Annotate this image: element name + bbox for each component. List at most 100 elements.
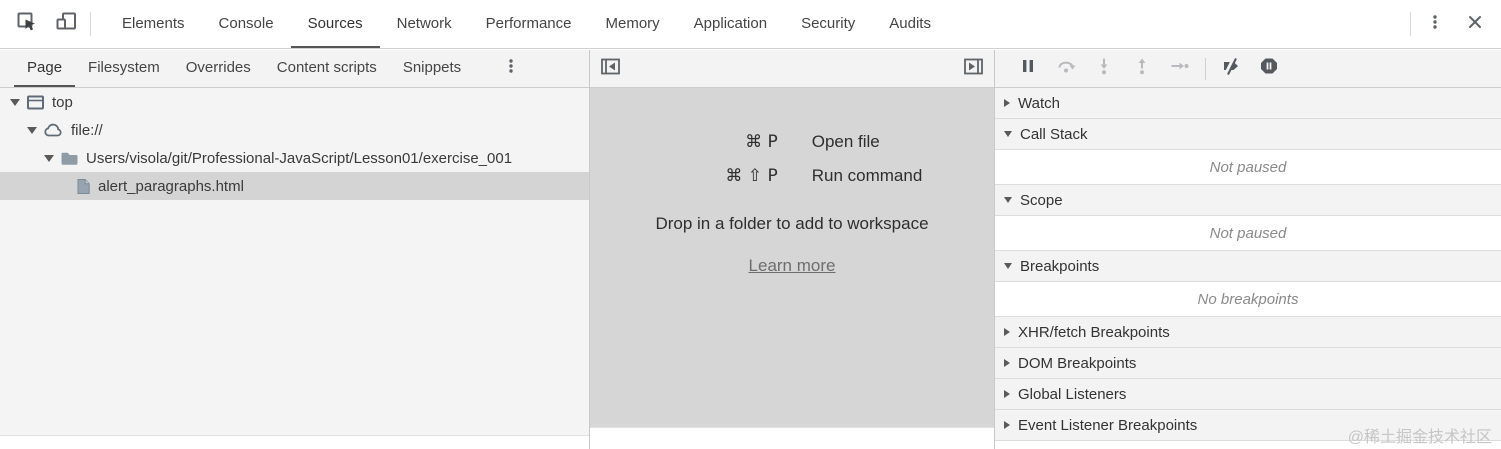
disclosure-triangle[interactable] xyxy=(10,98,20,106)
tree-item-label: file:// xyxy=(71,121,103,139)
tab-filesystem[interactable]: Filesystem xyxy=(88,59,160,76)
debugger-empty-area xyxy=(995,441,1501,449)
tree-item-file[interactable]: alert_paragraphs.html xyxy=(0,172,589,200)
step-over-button[interactable] xyxy=(1047,57,1085,80)
shortcut-list: ⌘ P Open file ⌘ ⇧ P Run command xyxy=(662,118,923,200)
inspect-element-button[interactable] xyxy=(6,0,46,48)
section-watch[interactable]: Watch xyxy=(995,88,1501,119)
tab-performance[interactable]: Performance xyxy=(485,14,572,32)
section-global-listeners[interactable]: Global Listeners xyxy=(995,379,1501,410)
close-icon xyxy=(1467,14,1483,35)
debugger-sidebar: Watch Call Stack Not paused Scope Not pa… xyxy=(995,50,1501,449)
tab-page[interactable]: Page xyxy=(14,50,76,87)
tree-item-label: alert_paragraphs.html xyxy=(98,177,244,195)
step-out-button[interactable] xyxy=(1123,57,1161,80)
disclosure-triangle xyxy=(1004,99,1010,107)
shortcut-action: Run command xyxy=(811,166,923,185)
devtools-close-button[interactable] xyxy=(1455,0,1495,48)
drop-folder-hint: Drop in a folder to add to workspace xyxy=(655,214,929,233)
sources-panel: Page Filesystem Overrides Content script… xyxy=(0,50,1501,449)
folder-icon xyxy=(60,151,79,166)
tab-memory[interactable]: Memory xyxy=(605,14,660,32)
tab-snippets[interactable]: Snippets xyxy=(402,59,462,76)
disclosure-triangle xyxy=(1004,131,1012,137)
disclosure-triangle xyxy=(1004,263,1012,269)
shortcut-keys: ⌘ ⇧ P xyxy=(725,166,778,186)
kebab-menu-icon xyxy=(502,57,520,80)
panel-collapse-right-icon xyxy=(963,57,984,81)
navigator-tabs: Page Filesystem Overrides Content script… xyxy=(0,50,589,88)
section-call-stack[interactable]: Call Stack xyxy=(995,119,1501,150)
disclosure-triangle xyxy=(1004,390,1010,398)
navigator-sidebar: Page Filesystem Overrides Content script… xyxy=(0,50,590,449)
deactivate-breakpoints-icon xyxy=(1220,57,1242,80)
disclosure-triangle xyxy=(1004,359,1010,367)
panel-collapse-left-icon xyxy=(600,57,621,81)
devtools-top-bar: Elements Console Sources Network Perform… xyxy=(0,0,1501,49)
section-breakpoints[interactable]: Breakpoints xyxy=(995,251,1501,282)
learn-more-link[interactable]: Learn more xyxy=(748,256,836,275)
section-label: Event Listener Breakpoints xyxy=(1018,416,1198,434)
section-event-listener-breakpoints[interactable]: Event Listener Breakpoints xyxy=(995,410,1501,441)
tab-audits[interactable]: Audits xyxy=(889,14,931,32)
devtools-menu-button[interactable] xyxy=(1415,0,1455,48)
section-label: Call Stack xyxy=(1020,125,1088,143)
tab-network[interactable]: Network xyxy=(396,14,452,32)
step-button[interactable] xyxy=(1161,57,1199,80)
main-panel-tabs: Elements Console Sources Network Perform… xyxy=(105,0,948,48)
step-out-icon xyxy=(1132,57,1152,80)
file-icon xyxy=(76,178,91,195)
device-toolbar-button[interactable] xyxy=(46,0,86,48)
pause-icon xyxy=(1018,57,1038,80)
tree-item-folder[interactable]: Users/visola/git/Professional-JavaScript… xyxy=(0,144,589,172)
pause-script-button[interactable] xyxy=(1009,57,1047,80)
shortcut-keys: ⌘ P xyxy=(745,132,778,152)
step-icon xyxy=(1170,57,1190,80)
navigator-more-tabs-button[interactable] xyxy=(502,50,520,87)
breakpoints-message: No breakpoints xyxy=(995,282,1501,317)
disclosure-triangle[interactable] xyxy=(44,154,54,162)
disclosure-triangle xyxy=(1004,328,1010,336)
section-label: Scope xyxy=(1020,191,1063,209)
pause-on-exceptions-button[interactable] xyxy=(1250,57,1288,80)
top-bar-right-separator xyxy=(1410,12,1411,36)
tab-elements[interactable]: Elements xyxy=(122,14,185,32)
tree-item-label: Users/visola/git/Professional-JavaScript… xyxy=(86,149,513,167)
navigator-bottom-strip xyxy=(0,435,589,449)
deactivate-breakpoints-button[interactable] xyxy=(1212,57,1250,80)
tab-application[interactable]: Application xyxy=(693,14,768,32)
section-label: Watch xyxy=(1018,94,1060,112)
section-scope[interactable]: Scope xyxy=(995,185,1501,216)
tree-item-file-protocol[interactable]: file:// xyxy=(0,116,589,144)
section-label: Breakpoints xyxy=(1020,257,1100,275)
debugger-toolbar-separator xyxy=(1205,57,1206,80)
disclosure-triangle xyxy=(1004,421,1010,429)
section-label: XHR/fetch Breakpoints xyxy=(1018,323,1170,341)
shortcut-row: ⌘ ⇧ P Run command xyxy=(662,166,923,186)
step-into-icon xyxy=(1094,57,1114,80)
cloud-icon xyxy=(43,122,64,138)
frame-icon xyxy=(26,94,45,111)
tab-security[interactable]: Security xyxy=(801,14,856,32)
editor-tab-bar xyxy=(590,50,994,88)
scope-message: Not paused xyxy=(995,216,1501,251)
step-into-button[interactable] xyxy=(1085,57,1123,80)
disclosure-triangle[interactable] xyxy=(27,126,37,134)
section-dom-breakpoints[interactable]: DOM Breakpoints xyxy=(995,348,1501,379)
tab-sources[interactable]: Sources xyxy=(290,0,380,48)
hide-debugger-sidebar-button[interactable] xyxy=(963,57,984,81)
inspect-cursor-icon xyxy=(15,10,38,38)
hide-navigator-button[interactable] xyxy=(600,57,621,81)
kebab-menu-icon xyxy=(1426,13,1444,36)
tree-item-top[interactable]: top xyxy=(0,88,589,116)
tab-content-scripts[interactable]: Content scripts xyxy=(276,59,377,76)
top-bar-separator xyxy=(90,12,91,36)
editor-placeholder: ⌘ P Open file ⌘ ⇧ P Run command Drop in … xyxy=(590,88,994,427)
tab-overrides[interactable]: Overrides xyxy=(185,59,251,76)
file-tree: top file:// xyxy=(0,88,589,200)
device-toolbar-icon xyxy=(54,10,79,38)
section-xhr-fetch-breakpoints[interactable]: XHR/fetch Breakpoints xyxy=(995,317,1501,348)
shortcut-row: ⌘ P Open file xyxy=(662,132,923,152)
tab-console[interactable]: Console xyxy=(218,14,274,32)
